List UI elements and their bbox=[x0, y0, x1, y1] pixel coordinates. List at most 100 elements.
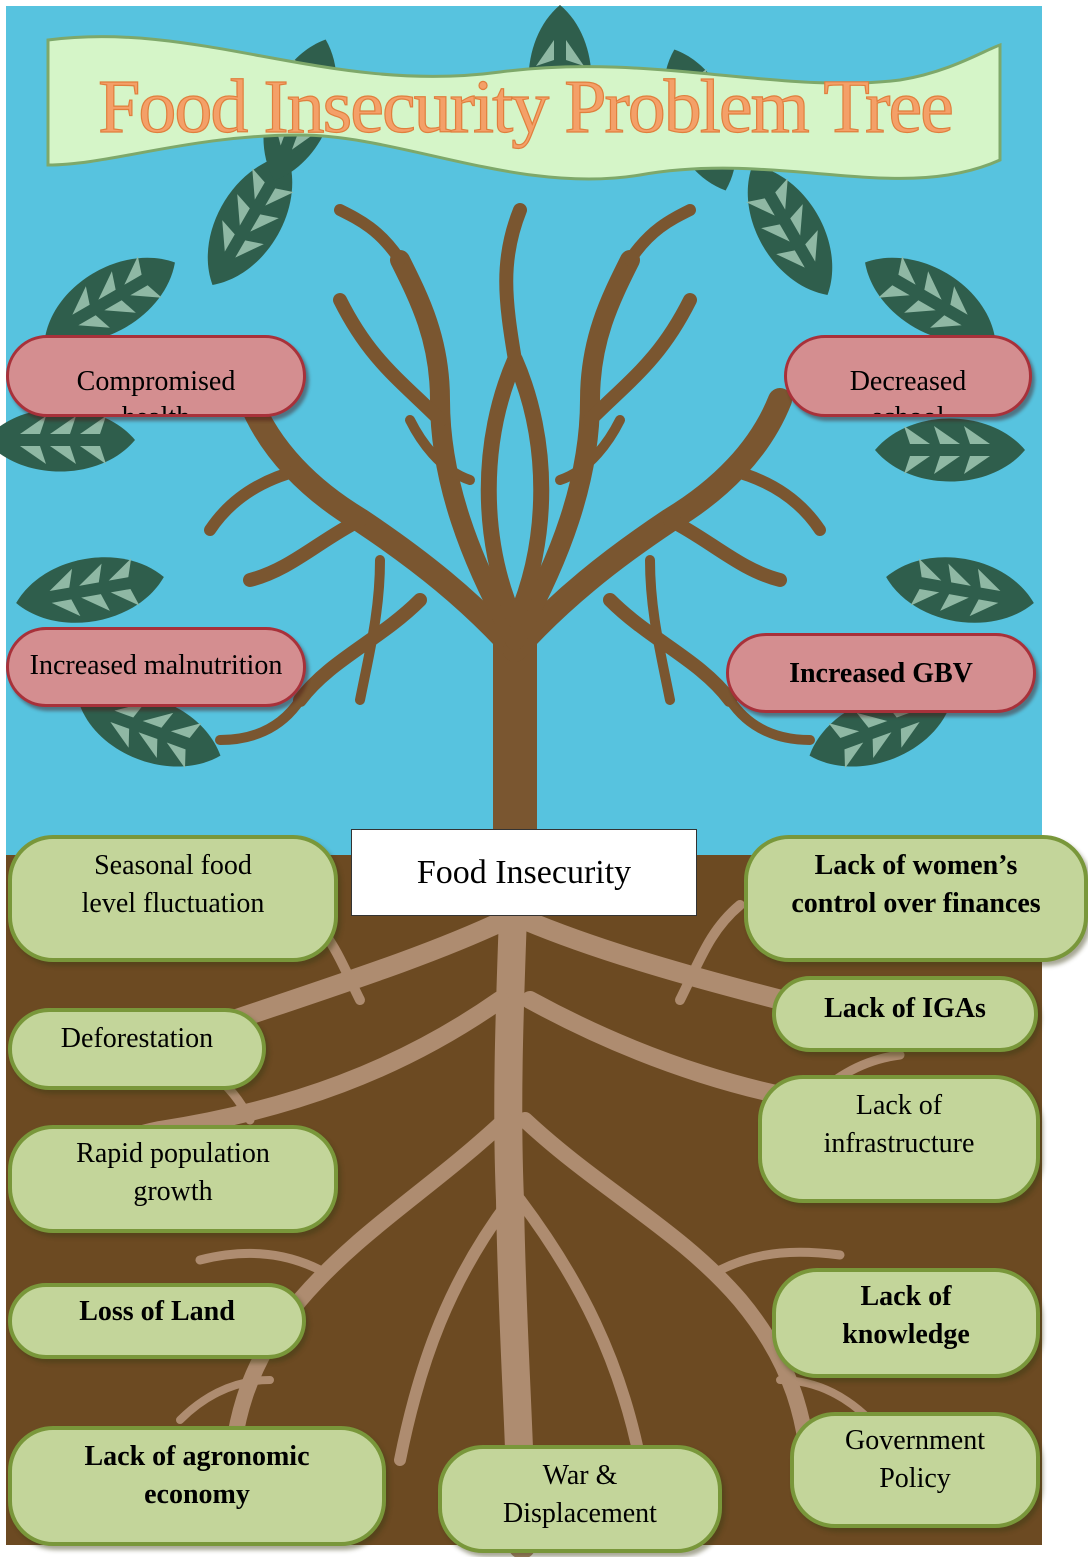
leaf-vein bbox=[904, 426, 930, 474]
leaf-vein bbox=[252, 168, 294, 206]
cause-war-and-displacement: War & Displacement bbox=[438, 1445, 722, 1553]
leaf-body bbox=[45, 257, 175, 343]
leaf-vein bbox=[80, 416, 106, 464]
leaf-vein bbox=[536, 40, 584, 66]
cause-line: Lack of women’s bbox=[814, 850, 1018, 881]
leaf bbox=[875, 418, 1025, 482]
leaf-vein bbox=[776, 230, 818, 268]
twig-5 bbox=[499, 203, 527, 367]
twig-3 bbox=[334, 204, 406, 266]
leaf-vein bbox=[940, 563, 971, 611]
leaf-vein bbox=[828, 723, 864, 769]
leaf bbox=[746, 165, 833, 295]
leaf bbox=[0, 408, 135, 472]
root-sprig-7 bbox=[176, 1376, 274, 1424]
cause-line: Displacement bbox=[503, 1498, 657, 1529]
cause-line: Deforestation bbox=[60, 1023, 214, 1054]
twig-7 bbox=[663, 513, 787, 587]
cause-line: Seasonal food bbox=[94, 850, 252, 881]
root-sprig-5 bbox=[195, 1248, 325, 1275]
leaf bbox=[79, 693, 221, 769]
leaf-vein bbox=[166, 723, 202, 769]
effect-increased-gbv: Increased GBV bbox=[726, 633, 1036, 713]
twig-14 bbox=[355, 555, 385, 705]
core-problem-label: Food Insecurity bbox=[416, 853, 632, 891]
twig-9 bbox=[724, 464, 826, 536]
twig-4 bbox=[624, 204, 696, 266]
leaf-vein bbox=[904, 271, 942, 313]
leaf bbox=[45, 256, 175, 343]
cause-line: level fluctuation bbox=[81, 888, 265, 919]
cause-line: economy bbox=[144, 1479, 250, 1510]
leaf-vein bbox=[50, 416, 76, 464]
twig-12 bbox=[215, 695, 305, 745]
banner-title: Food Insecurity Problem Tree bbox=[98, 65, 952, 149]
leaf-vein bbox=[969, 568, 1001, 617]
leaf-vein bbox=[49, 568, 81, 617]
leaf-vein bbox=[98, 271, 136, 313]
cause-line: Policy bbox=[879, 1463, 951, 1494]
leaf-vein bbox=[964, 426, 990, 474]
twig-17 bbox=[555, 415, 625, 485]
twig-16 bbox=[405, 415, 475, 485]
root-sprig-6 bbox=[715, 1247, 845, 1275]
cause-line: Rapid population bbox=[76, 1138, 270, 1169]
cause-lack-of-infrastructure: Lack of infrastructure bbox=[758, 1075, 1040, 1203]
effect-decreased-school: Decreased school bbox=[784, 335, 1032, 417]
effect-line: Increased malnutrition bbox=[29, 650, 283, 681]
twig-11 bbox=[603, 593, 737, 707]
leaf-body bbox=[747, 165, 833, 295]
cause-line: Lack of bbox=[855, 1090, 943, 1121]
cause-line: Loss of Land bbox=[79, 1296, 235, 1327]
effect-line: Compromised bbox=[76, 366, 236, 397]
cause-government-policy: Government Policy bbox=[790, 1412, 1040, 1528]
cause-loss-of-land: Loss of Land bbox=[8, 1283, 306, 1359]
cause-line: Lack of bbox=[860, 1281, 952, 1312]
leaf-vein bbox=[761, 204, 803, 242]
cause-line: Lack of agronomic bbox=[84, 1441, 310, 1472]
leaf bbox=[16, 557, 164, 623]
leaf-body bbox=[207, 155, 293, 285]
leaf bbox=[865, 256, 995, 343]
effect-line: Decreased bbox=[849, 366, 967, 397]
twig-8 bbox=[204, 464, 306, 536]
cause-line: infrastructure bbox=[823, 1128, 975, 1159]
leaf-vein bbox=[124, 256, 162, 298]
effect-line: school bbox=[871, 400, 944, 414]
leaf-vein bbox=[138, 712, 174, 759]
cause-lack-of-knowledge: Lack of knowledge bbox=[772, 1268, 1040, 1378]
effect-line: Increased GBV bbox=[789, 658, 973, 689]
cause-seasonal-food-level-fluctuation: Seasonal food level fluctuation bbox=[8, 835, 338, 962]
root-left-4 bbox=[394, 1194, 516, 1466]
cause-line: growth bbox=[133, 1176, 213, 1207]
cause-line: control over finances bbox=[791, 888, 1041, 919]
trunk-group bbox=[204, 203, 826, 882]
leaf-vein bbox=[110, 702, 146, 748]
leaf-vein bbox=[934, 426, 960, 474]
cause-line: Lack of IGAs bbox=[824, 993, 986, 1024]
twig-10 bbox=[293, 593, 427, 707]
leaf bbox=[207, 155, 294, 285]
leaf-vein bbox=[237, 194, 279, 232]
cause-line: Government bbox=[845, 1425, 985, 1456]
cause-line: knowledge bbox=[842, 1319, 970, 1350]
title-banner: Food Insecurity Problem Tree bbox=[46, 35, 1002, 181]
twig-13 bbox=[725, 695, 815, 745]
root-sprig-2 bbox=[675, 900, 745, 1005]
leaf bbox=[886, 557, 1034, 623]
leaf-vein bbox=[72, 286, 110, 328]
twig-2 bbox=[583, 293, 697, 427]
root-right-4 bbox=[514, 1194, 646, 1466]
leaf-vein bbox=[856, 712, 892, 759]
effect-compromised-health: Compromised health bbox=[6, 335, 306, 417]
effect-line: health bbox=[122, 400, 190, 414]
banner-ribbon bbox=[46, 35, 1002, 181]
cause-lack-of-igas: Lack of IGAs bbox=[772, 976, 1038, 1052]
effect-increased-malnutrition: Increased malnutrition bbox=[6, 627, 306, 707]
cause-lack-of-agronomic-economy: Lack of agronomic economy bbox=[8, 1426, 386, 1546]
leaf-vein bbox=[222, 220, 264, 258]
twig-15 bbox=[645, 555, 675, 705]
twig-6 bbox=[243, 513, 367, 587]
cause-lack-of-womens-control-over-finances: Lack of women’s control over finances bbox=[744, 835, 1088, 962]
leaf-vein bbox=[79, 563, 110, 611]
